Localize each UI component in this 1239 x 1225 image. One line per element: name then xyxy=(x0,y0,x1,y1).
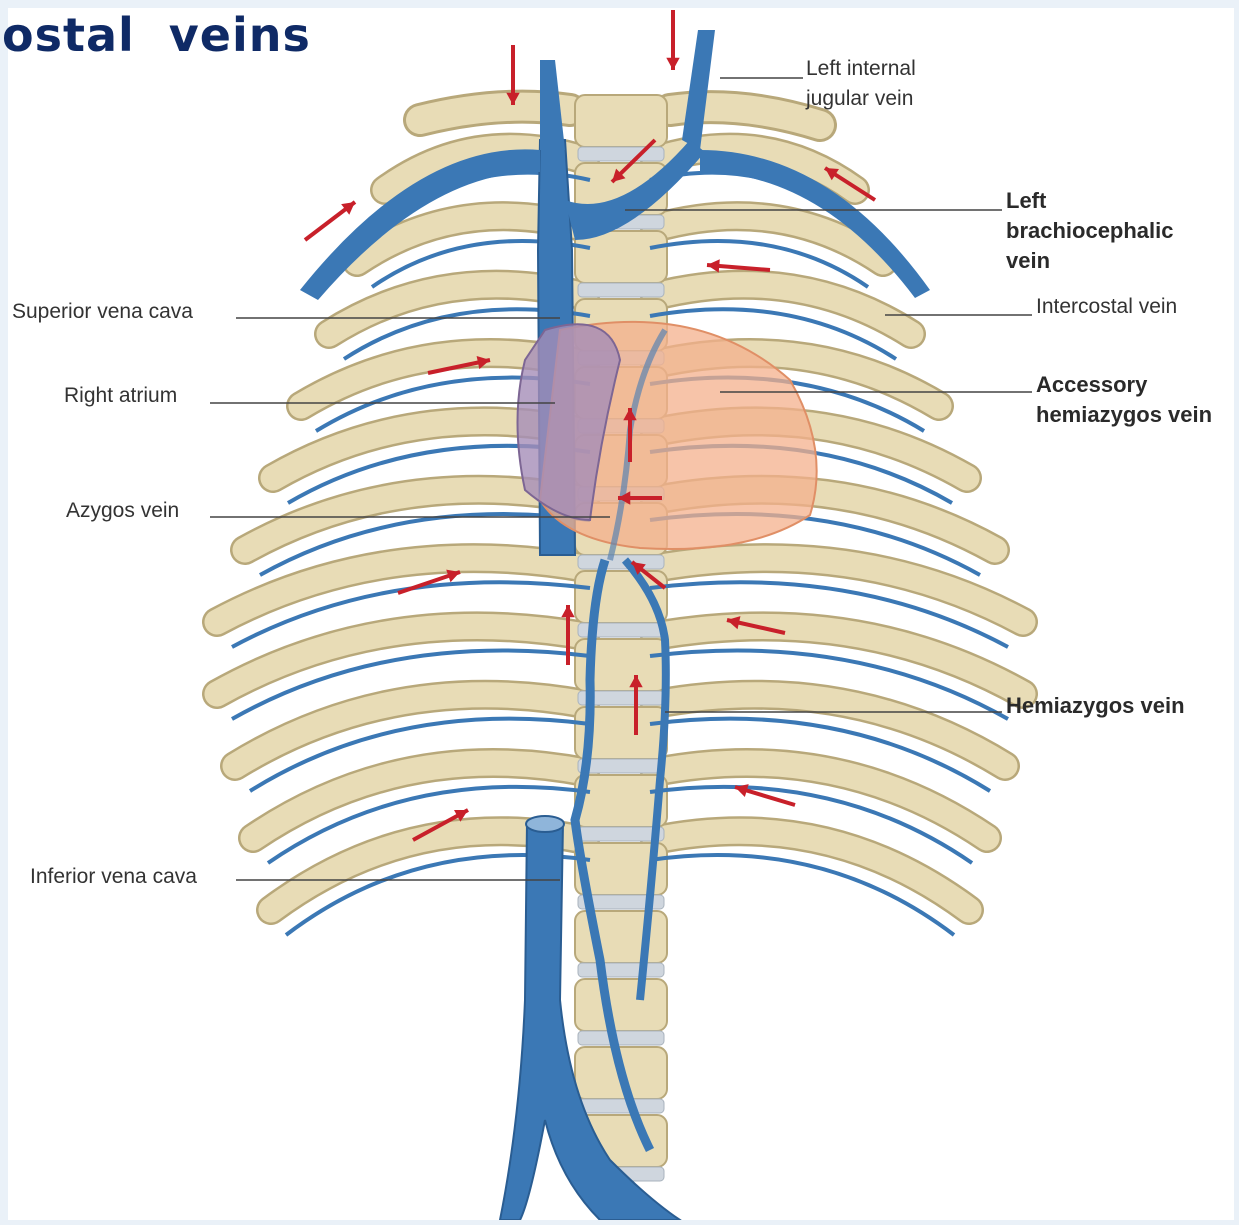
label-accessory-hemiazygos-vein: Accessory hemiazygos vein xyxy=(1036,370,1212,430)
label-inferior-vena-cava: Inferior vena cava xyxy=(30,862,197,892)
vertebra xyxy=(575,979,667,1031)
intervertebral-disc xyxy=(578,147,664,161)
label-line: Left internal xyxy=(806,54,916,84)
intervertebral-disc xyxy=(578,283,664,297)
label-line: vein xyxy=(1006,246,1174,276)
label-hemiazygos-vein: Hemiazygos vein xyxy=(1006,691,1185,721)
label-line: Accessory xyxy=(1036,370,1212,400)
intervertebral-disc xyxy=(578,1099,664,1113)
vertebra xyxy=(575,231,667,283)
intervertebral-disc xyxy=(578,555,664,569)
intervertebral-disc xyxy=(578,963,664,977)
intervertebral-disc xyxy=(578,1031,664,1045)
label-line: brachiocephalic xyxy=(1006,216,1174,246)
label-left-internal-jugular-vein: Left internal jugular vein xyxy=(806,54,916,114)
page-title: ostal veins xyxy=(2,8,311,62)
inferior-vena-cava-opening xyxy=(526,816,564,832)
label-line: hemiazygos vein xyxy=(1036,400,1212,430)
label-superior-vena-cava: Superior vena cava xyxy=(12,297,193,327)
label-line: Left xyxy=(1006,186,1174,216)
label-line: jugular vein xyxy=(806,84,916,114)
label-azygos-vein: Azygos vein xyxy=(66,496,179,526)
label-intercostal-vein: Intercostal vein xyxy=(1036,292,1177,322)
label-left-brachiocephalic-vein: Left brachiocephalic vein xyxy=(1006,186,1174,276)
label-right-atrium: Right atrium xyxy=(64,381,177,411)
